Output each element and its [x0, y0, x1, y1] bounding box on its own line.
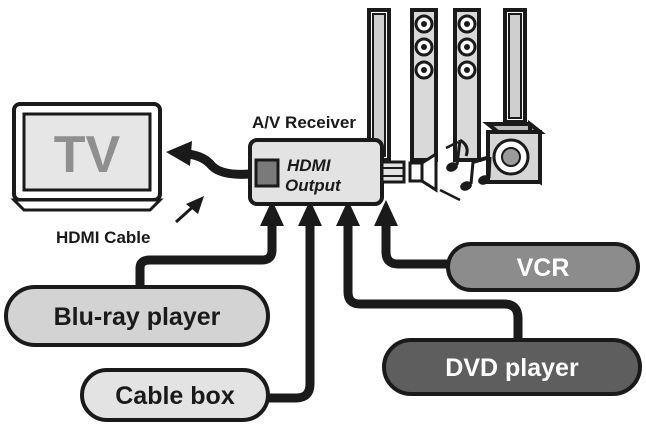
dvd-arrow-line [343, 217, 523, 345]
vcr-label: VCR [517, 254, 570, 282]
center-tower-speaker-1 [410, 8, 438, 162]
arrow-heads [166, 141, 398, 226]
cablebox-arrowhead [298, 200, 322, 226]
vcr-arrow-line [381, 217, 455, 269]
receiver-title: A/V Receiver [252, 113, 356, 132]
tv-label: TV [54, 126, 121, 184]
tv-arrow-line [183, 149, 255, 179]
hdmi-cable-label: HDMI Cable [56, 228, 150, 247]
bluray-player-label: Blu-ray player [54, 303, 221, 331]
tv-icon [10, 102, 164, 212]
bluray-arrowhead [260, 200, 284, 226]
dvd-player-label: DVD player [445, 354, 579, 382]
hdmi-cable-pointer [174, 196, 204, 224]
hdmi-output-line1: HDMI [287, 156, 332, 175]
hdmi-output-line2: Output [285, 176, 342, 195]
vcr-arrowhead [374, 200, 398, 226]
bluray-player-box: Blu-ray player [4, 285, 270, 347]
subwoofer-icon [482, 119, 546, 186]
cablebox-arrow-line [263, 217, 315, 403]
cable-box-box: Cable box [80, 368, 270, 422]
tv-arrowhead [166, 141, 192, 166]
vcr-box: VCR [446, 242, 640, 292]
tv-stand [10, 198, 164, 212]
tv-screen [22, 112, 152, 192]
connection-arrows [135, 149, 523, 403]
dvd-player-box: DVD player [382, 338, 642, 396]
speaker-icon [367, 8, 527, 162]
receiver-icon [248, 138, 406, 206]
bluray-arrow-line [135, 217, 277, 290]
center-tower-speaker-2 [453, 8, 481, 162]
receiver-display [254, 158, 280, 188]
cable-box-label: Cable box [115, 382, 235, 410]
music-notes-icon [408, 138, 492, 202]
dvd-arrowhead [336, 200, 360, 226]
